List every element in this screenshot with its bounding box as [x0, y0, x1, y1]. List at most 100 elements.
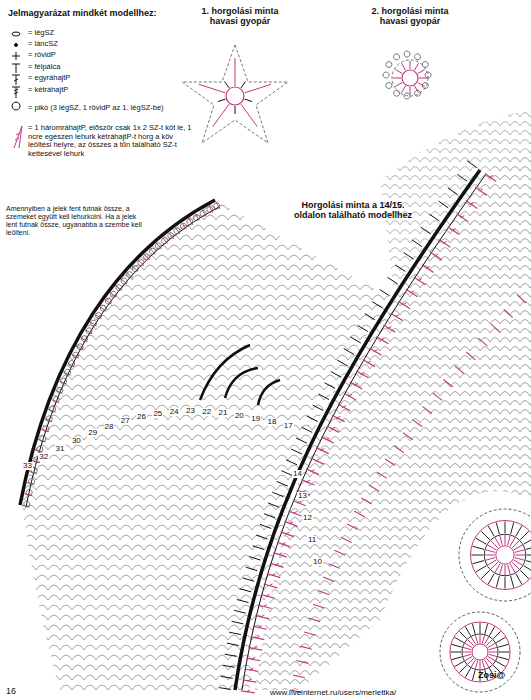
stitch — [296, 438, 307, 443]
stitch — [270, 563, 283, 567]
stitch — [495, 564, 500, 573]
stitch-loop — [386, 62, 392, 68]
stitch — [460, 216, 464, 218]
stitch — [467, 161, 477, 168]
legend-entry: = láncSZ — [28, 40, 58, 49]
stitch — [412, 240, 422, 247]
stitch — [484, 660, 488, 668]
stitch — [313, 604, 324, 608]
stitch — [499, 652, 509, 653]
stitch — [393, 78, 401, 79]
stitch — [457, 214, 469, 222]
stitch — [369, 348, 381, 355]
stitch — [383, 325, 395, 332]
legend-entry: = rövidP — [28, 51, 56, 60]
stitch — [414, 277, 426, 285]
stitch — [243, 680, 257, 682]
stitch — [291, 449, 302, 454]
row-number: 30 — [71, 437, 82, 445]
stitch — [293, 675, 305, 678]
stitch — [121, 279, 127, 284]
stitch — [422, 406, 432, 413]
stitch — [363, 360, 375, 367]
stitch-loop — [138, 260, 144, 266]
stitch — [258, 626, 262, 628]
stitch — [272, 574, 276, 576]
stitch — [472, 624, 475, 634]
stitch — [361, 498, 371, 504]
stitch — [473, 561, 485, 564]
stitch — [476, 538, 486, 544]
stitch-loop — [394, 54, 400, 60]
stitch — [332, 415, 344, 421]
stitch — [520, 531, 528, 539]
stitch — [337, 360, 347, 366]
page-number: 16 — [6, 686, 16, 696]
stitch-loop — [200, 210, 206, 216]
stitch — [395, 315, 399, 317]
stitch — [240, 589, 252, 592]
stitch — [329, 564, 340, 569]
stitch — [466, 200, 477, 208]
stitch — [402, 86, 406, 93]
stitch — [272, 492, 283, 497]
stitch — [489, 647, 498, 649]
stitch — [488, 574, 494, 584]
stitch — [255, 616, 269, 619]
stitch — [439, 201, 449, 208]
stitch — [251, 657, 255, 659]
stitch — [360, 372, 364, 374]
motif-ring — [496, 546, 514, 564]
stitch — [263, 605, 267, 607]
stitch — [510, 564, 515, 573]
stitch — [395, 265, 405, 272]
stitch — [348, 395, 352, 397]
stitch-loop — [168, 233, 174, 239]
stitch-loop — [415, 90, 421, 96]
stitch — [452, 644, 462, 647]
stitch — [500, 535, 503, 545]
stitch — [429, 214, 439, 221]
stitch — [344, 393, 356, 400]
stitch-loop — [155, 243, 161, 249]
stitch-loop — [404, 93, 410, 99]
stitch — [482, 635, 484, 644]
stitch — [418, 279, 422, 281]
stitch — [323, 577, 334, 581]
stitch — [246, 690, 250, 692]
stitch — [516, 574, 522, 584]
row-number: 22 — [201, 408, 212, 416]
row-number: 11 — [307, 536, 317, 544]
stitch — [227, 643, 239, 645]
stitch — [241, 691, 255, 693]
stitch — [248, 647, 262, 650]
stitch — [422, 265, 434, 273]
stitch — [144, 254, 150, 260]
stitch — [448, 227, 460, 235]
stitch — [224, 81, 229, 87]
stitch — [235, 58, 236, 86]
stitch — [245, 99, 253, 101]
stitch — [402, 63, 406, 70]
legend-entry: = légSZ — [28, 29, 54, 38]
stitch — [253, 546, 264, 550]
row-number: 21 — [218, 409, 229, 417]
stitch — [426, 267, 430, 269]
motif-title: 2. horgolási minta havasi gyopár — [362, 6, 458, 27]
stitch — [316, 448, 329, 454]
stitch — [498, 644, 508, 647]
stitch — [480, 661, 481, 670]
stitch — [256, 535, 267, 539]
row-number: 10 — [312, 558, 323, 566]
stitch — [410, 291, 414, 293]
stitch — [465, 668, 470, 677]
stitch — [372, 302, 382, 308]
row-number: 13 — [297, 492, 308, 500]
legend-entry: = 1 háromráhajtP, először csak 1x 2 SZ-t… — [28, 124, 193, 159]
stitch — [496, 637, 505, 642]
motif-ring — [462, 634, 498, 670]
stitch — [358, 325, 368, 331]
stitch — [526, 561, 531, 564]
stitch — [347, 524, 358, 529]
stitch — [406, 289, 418, 297]
